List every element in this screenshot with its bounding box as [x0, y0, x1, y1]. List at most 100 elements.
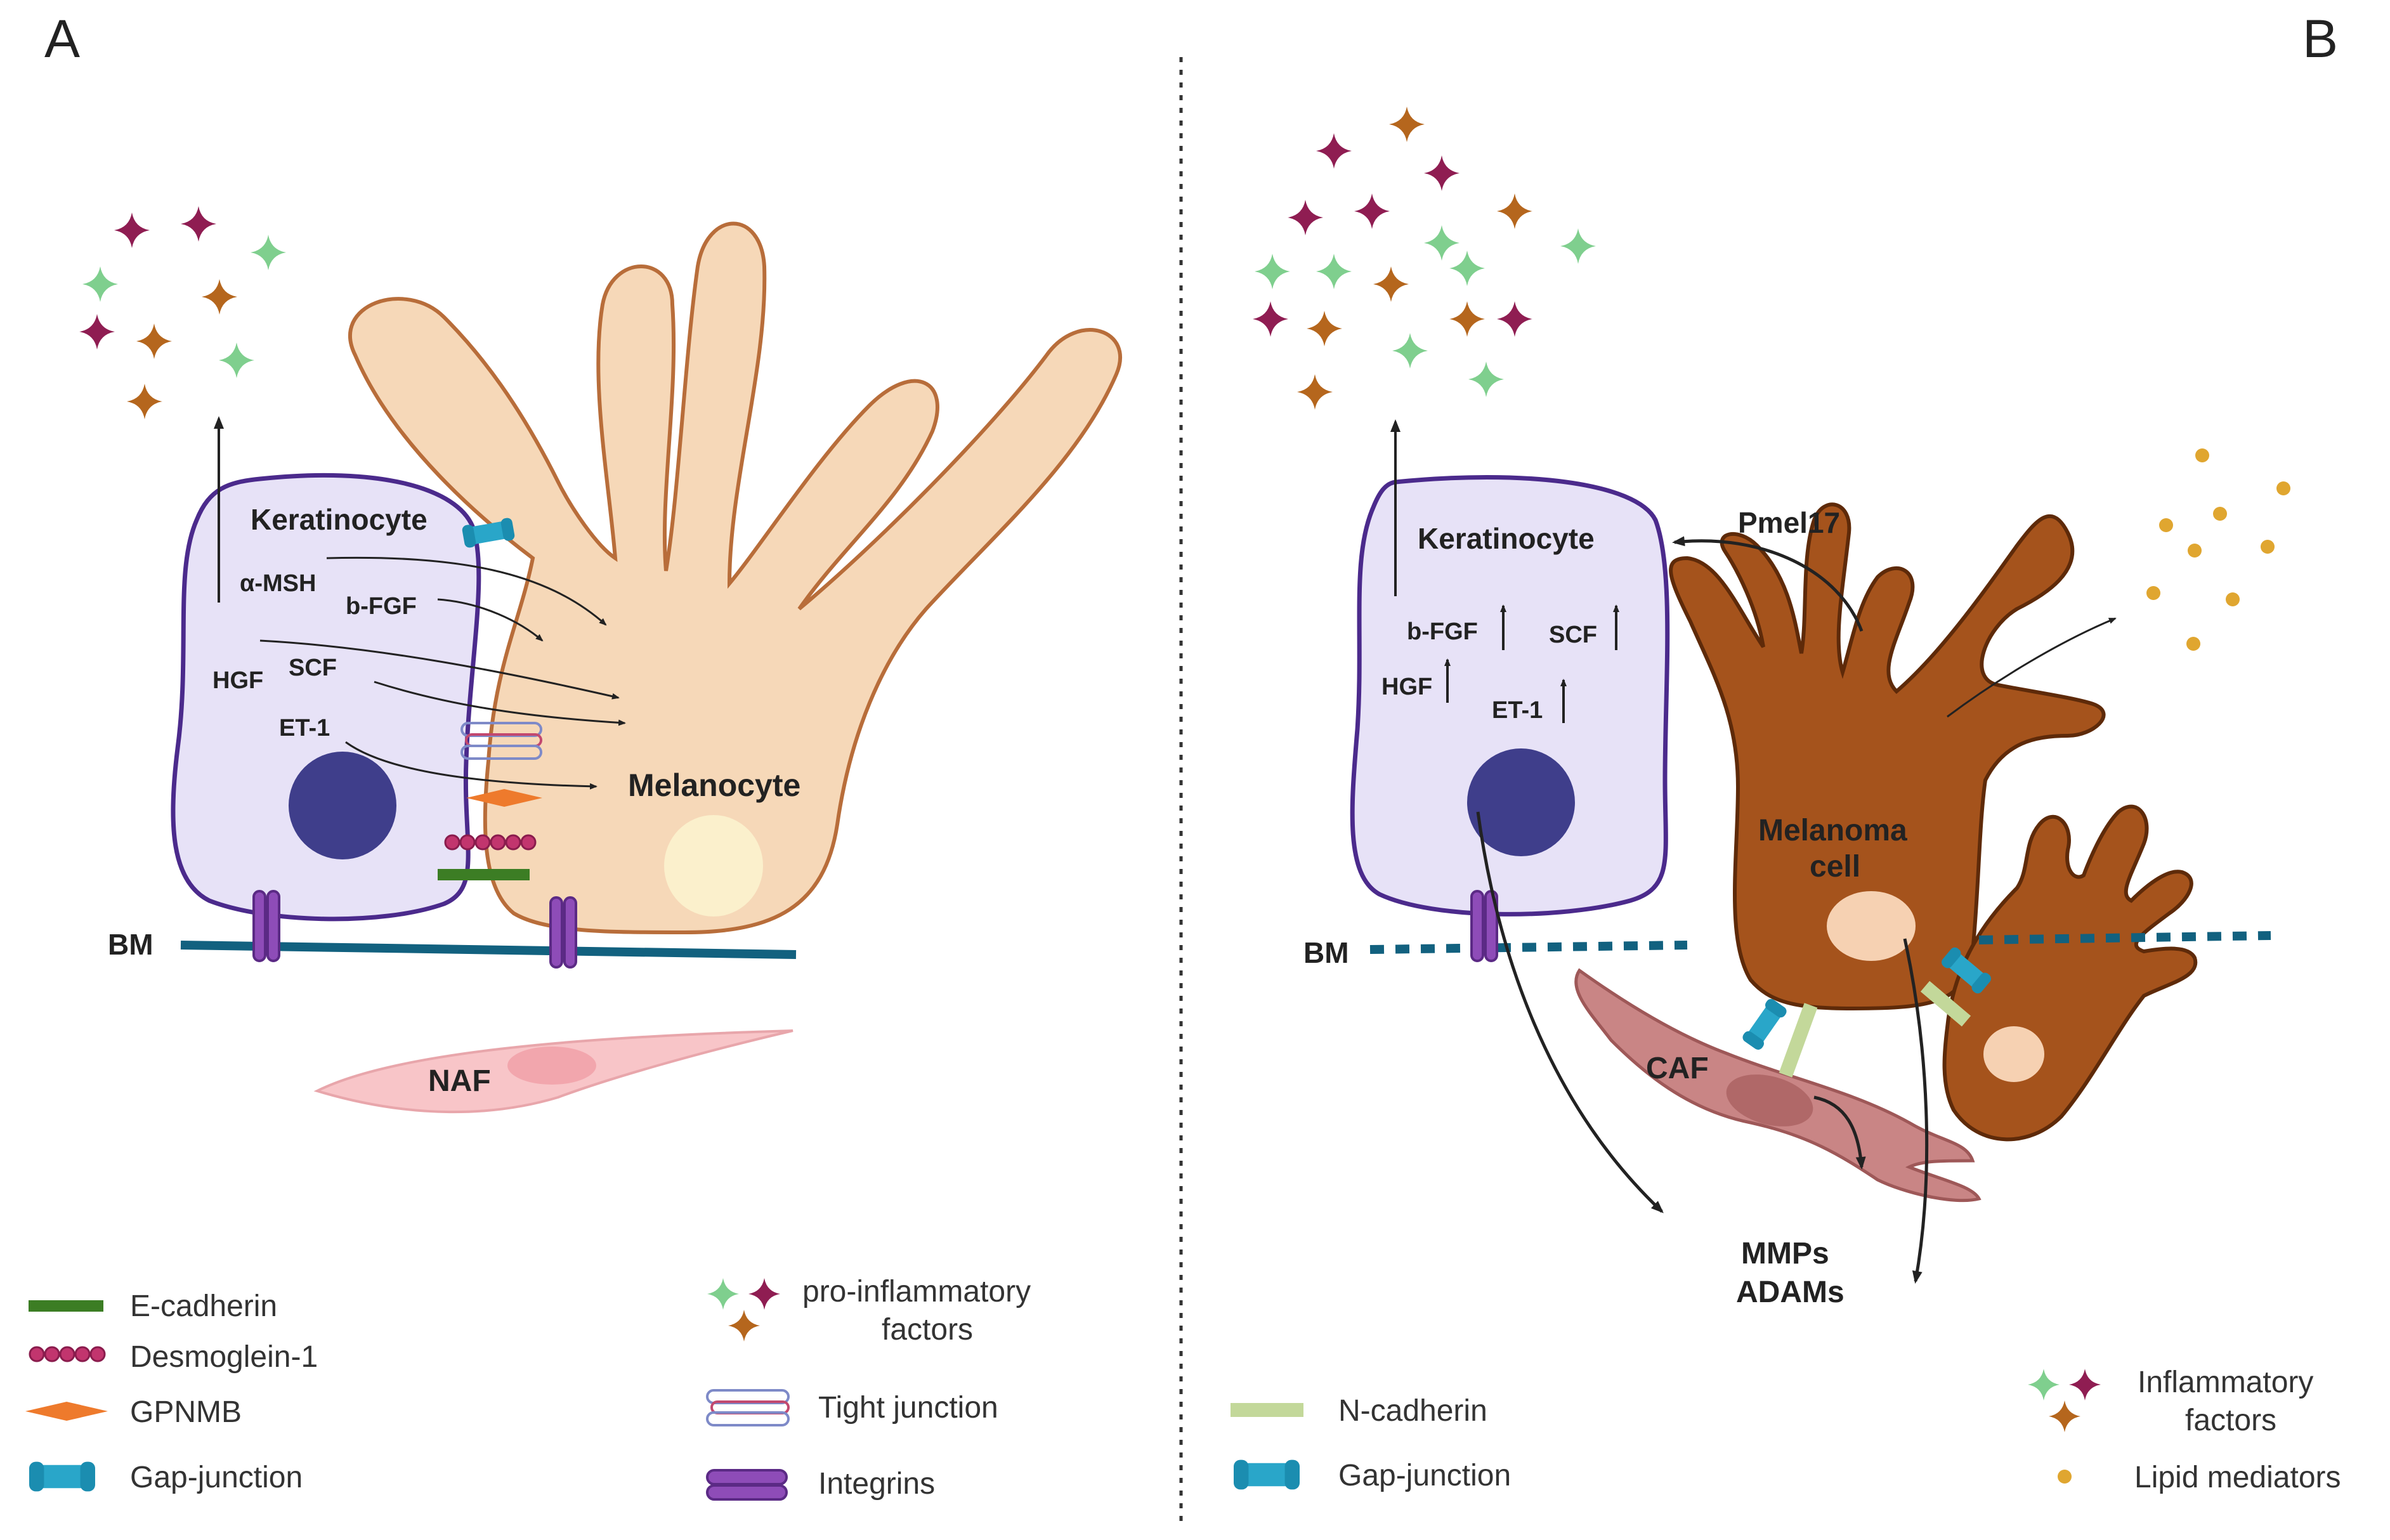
star-magenta-icon: [79, 314, 115, 349]
desmoglein-marker: [444, 834, 537, 851]
legend-lipid: Lipid mediators: [2134, 1461, 2341, 1494]
star-magenta-icon: [1354, 193, 1390, 229]
star-green-icon: [82, 266, 118, 302]
star-green-icon: [219, 343, 254, 378]
pmel-label: Pmel17: [1738, 506, 1840, 539]
star-orange-icon: [1497, 193, 1532, 229]
gap-junction-icon: [1740, 996, 1789, 1052]
factor-et1: ET-1: [279, 715, 330, 741]
star-green-icon: [1424, 225, 1459, 261]
melanoma-cell: [1669, 502, 2106, 1011]
star-magenta-icon: [114, 212, 150, 248]
inflammatory-stars: [1253, 107, 1596, 410]
bm-label-a: BM: [108, 928, 153, 961]
star-green-icon: [251, 235, 286, 270]
mmp-arrow-1: [1476, 811, 1664, 1213]
legend-inflam-1: Inflammatory: [2138, 1366, 2313, 1399]
melanoma-label-2: cell: [1810, 850, 1860, 884]
star-green-icon: [1392, 333, 1428, 369]
naf-nucleus: [507, 1047, 596, 1085]
star-magenta-icon: [181, 206, 216, 242]
legend-gap-junction: Gap-junction: [130, 1461, 303, 1494]
legend-ncadherin-swatch: [1231, 1403, 1303, 1417]
adams-label: ADAMs: [1736, 1276, 1845, 1309]
legend-a: E-cadherin Desmoglein-1 GPNMB Gap-juncti…: [25, 1275, 1031, 1501]
legend-star-magenta-icon: [748, 1278, 780, 1310]
star-orange-icon: [1307, 311, 1342, 346]
legend-proinflam-1: pro-inflammatory: [802, 1275, 1031, 1308]
ncadherin-marker: [1779, 1003, 1818, 1078]
star-green-icon: [1316, 254, 1352, 289]
lipid-arrow: [1947, 617, 2117, 718]
tight-junction: [460, 722, 542, 760]
keratinocyte-cell-b: [1350, 475, 1670, 917]
legend-desmoglein-swatch: [29, 1346, 106, 1362]
factor-msh: α-MSH: [240, 570, 316, 597]
star-green-icon: [1560, 228, 1596, 264]
legend-ncadherin: N-cadherin: [1338, 1394, 1487, 1428]
star-green-icon: [1468, 362, 1504, 397]
star-magenta-icon: [1288, 200, 1323, 235]
pmel-arrow: [1672, 536, 1864, 632]
legend-ecadherin: E-cadherin: [130, 1289, 277, 1323]
integrin-icon: [549, 896, 577, 969]
panel-b: Keratinocyte b-FGF SCF HGF ET-1 Melanoma…: [1253, 107, 2290, 1309]
ecadherin-marker: [438, 869, 530, 880]
mmps-label: MMPs: [1741, 1237, 1829, 1270]
gpnmb-marker: [466, 789, 542, 807]
legend-integrins: Integrins: [818, 1467, 935, 1501]
legend-ecadherin-swatch: [29, 1300, 103, 1312]
arrow-et1: [345, 741, 598, 790]
legend-gap-junction-b: Gap-junction: [1338, 1459, 1511, 1492]
star-orange-icon: [127, 384, 162, 419]
star-orange-icon: [1373, 266, 1409, 302]
legend-proinflam-2: factors: [882, 1313, 973, 1347]
arrow-scf: [374, 681, 626, 726]
star-magenta-icon: [1316, 133, 1352, 169]
star-orange-icon: [136, 323, 172, 359]
star-orange-icon: [1389, 107, 1425, 142]
melanocyte-nucleus: [664, 815, 763, 917]
ncadherin-marker: [1920, 981, 1971, 1027]
keratinocyte-label-b: Keratinocyte: [1418, 522, 1595, 555]
lipid-mediator-dots: [2146, 448, 2290, 651]
legend-desmoglein: Desmoglein-1: [130, 1340, 318, 1374]
star-orange-icon: [1449, 301, 1485, 337]
arrow-hgf: [259, 639, 620, 700]
melanocyte-label: Melanocyte: [628, 767, 800, 803]
legend-gpnmb-swatch: [25, 1402, 108, 1421]
factor-hgf: HGF: [212, 667, 263, 694]
basement-membrane-b-left: [1369, 941, 1688, 954]
arrow-msh: [326, 556, 607, 626]
star-magenta-icon: [1497, 301, 1532, 337]
keratinocyte-nucleus: [289, 752, 396, 859]
keratinocyte-nucleus-b: [1467, 748, 1575, 856]
legend-tight-junction-icon: [706, 1389, 790, 1426]
star-magenta-icon: [1253, 301, 1288, 337]
factor-bfgf-b: b-FGF: [1407, 618, 1478, 645]
legend-tight-junction: Tight junction: [818, 1391, 998, 1425]
bm-label-b: BM: [1303, 936, 1349, 969]
legend-inflam-2: factors: [2185, 1404, 2276, 1437]
pro-inflammatory-stars: [79, 206, 286, 419]
star-green-icon: [1255, 254, 1290, 289]
factor-scf: SCF: [289, 655, 337, 681]
caf-label: CAF: [1646, 1052, 1709, 1085]
legend-b: N-cadherin Gap-junction Inflammatory fac…: [1231, 1366, 2341, 1494]
melanoma-nucleus-2: [1983, 1026, 2044, 1082]
legend-lipid-dot: [2058, 1470, 2072, 1484]
panel-label-b: B: [2302, 9, 2338, 69]
star-orange-icon: [202, 279, 237, 315]
keratinocyte-label: Keratinocyte: [251, 503, 428, 536]
mmp-arrow-3: [1903, 938, 1929, 1284]
factor-scf-b: SCF: [1549, 622, 1597, 648]
legend-integrins-icon: [706, 1469, 788, 1501]
star-orange-icon: [1297, 374, 1333, 410]
star-magenta-icon: [1424, 155, 1459, 191]
factor-hgf-b: HGF: [1381, 674, 1432, 700]
basement-membrane-a: [180, 941, 797, 959]
legend-star-orange-icon-b: [2049, 1400, 2080, 1432]
mmp-arrow-2: [1813, 1095, 1866, 1170]
naf-label: NAF: [428, 1064, 491, 1098]
